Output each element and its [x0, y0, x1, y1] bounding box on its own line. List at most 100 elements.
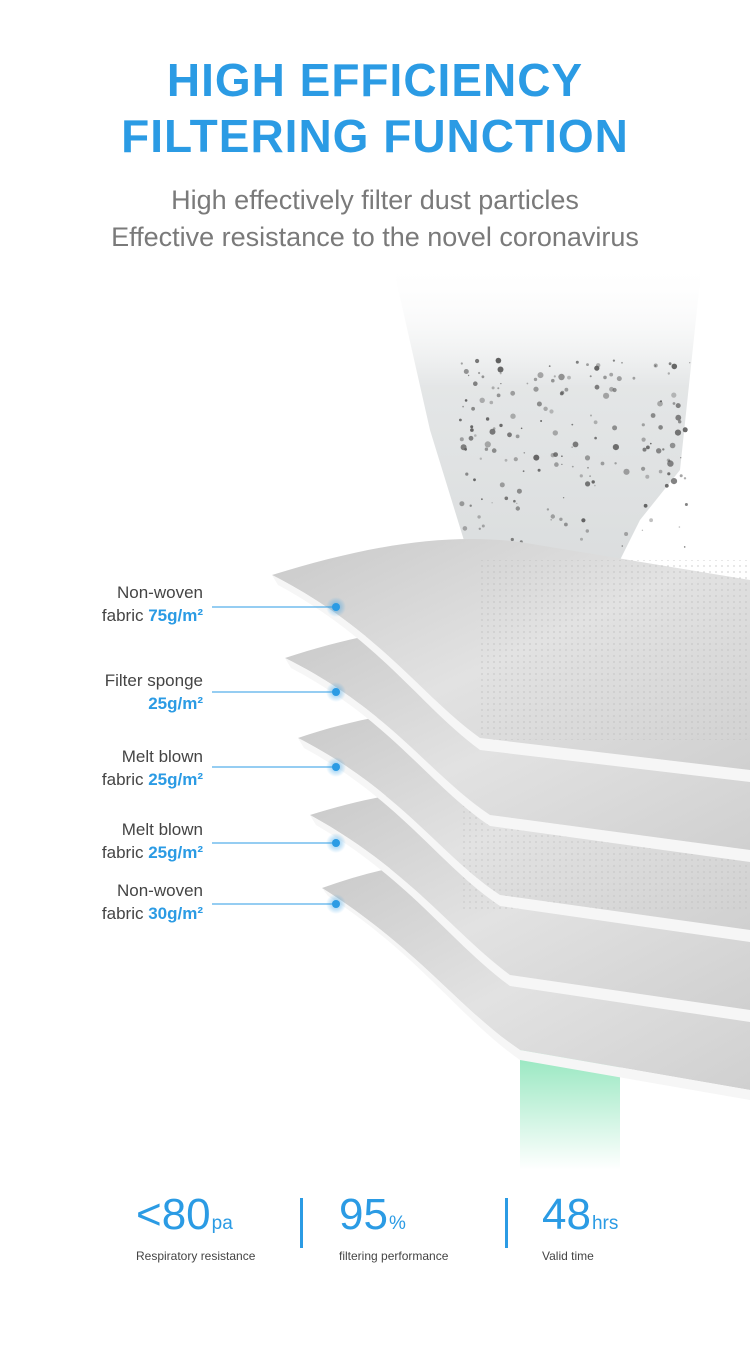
- dust-particle: [537, 468, 541, 472]
- layer-label-5-prefix: fabric: [101, 904, 149, 923]
- stat-filtering-value: 95: [339, 1190, 388, 1239]
- dust-particle: [477, 515, 481, 519]
- stat-filtering-unit: %: [388, 1213, 406, 1234]
- dust-particle: [624, 532, 629, 536]
- dust-particle: [590, 414, 592, 417]
- dust-particle: [662, 448, 665, 451]
- filter-layers-illustration: [212, 262, 750, 1170]
- dust-particle: [554, 462, 559, 467]
- dust-particle: [585, 529, 589, 533]
- dust-particle: [533, 377, 538, 382]
- dust-particle: [660, 400, 662, 403]
- dust-particle: [657, 400, 663, 407]
- dust-particle: [475, 358, 480, 364]
- dust-particle: [621, 361, 623, 364]
- dust-particle: [548, 365, 551, 367]
- layer-label-4-prefix: fabric: [101, 843, 149, 862]
- dust-particle: [497, 366, 504, 373]
- dust-particle: [504, 496, 509, 501]
- dust-particle: [678, 420, 682, 424]
- dust-particle: [641, 437, 646, 442]
- dust-particle: [580, 537, 583, 541]
- dust-particle: [667, 472, 671, 476]
- stat-divider-1: [300, 1198, 303, 1248]
- dust-particle: [537, 372, 544, 379]
- dust-particle: [645, 474, 650, 479]
- dust-particle: [586, 363, 589, 366]
- dust-particle: [499, 482, 505, 488]
- dust-particle: [594, 484, 596, 487]
- dust-particle: [562, 497, 565, 499]
- dust-particle: [594, 436, 597, 440]
- dust-beam: [392, 262, 702, 620]
- layer-label-1: Non-woven fabric 75g/m²: [0, 581, 203, 627]
- layer-label-3-weight: 25g/m²: [148, 770, 203, 789]
- dust-particle: [492, 427, 496, 430]
- dust-particle: [581, 518, 586, 523]
- dust-particle: [612, 425, 618, 431]
- layer-label-2: Filter sponge 25g/m²: [0, 669, 203, 715]
- dust-particle: [540, 420, 543, 422]
- dust-particle: [495, 357, 502, 364]
- dust-particle: [504, 458, 508, 462]
- dust-particle: [507, 432, 512, 438]
- dust-particle: [561, 455, 563, 458]
- layer-markers: [212, 597, 346, 914]
- dust-particle: [484, 441, 491, 448]
- dust-particle: [658, 469, 663, 474]
- dust-particle: [675, 403, 681, 409]
- dust-particle: [675, 414, 682, 421]
- dust-particle: [589, 375, 592, 378]
- stat-resistance-caption: Respiratory resistance: [136, 1249, 256, 1263]
- dust-particle: [533, 386, 539, 392]
- dust-particle: [571, 446, 573, 448]
- title-line-1: HIGH EFFICIENCY: [166, 54, 584, 106]
- dust-particle: [471, 406, 475, 411]
- dust-particle: [654, 365, 657, 367]
- dust-particle: [658, 425, 663, 430]
- dust-particle: [641, 529, 644, 531]
- dust-particle: [481, 498, 483, 501]
- layer-label-2-name: Filter sponge: [104, 671, 203, 690]
- dust-particle: [515, 506, 520, 511]
- dust-particle: [520, 427, 523, 430]
- dust-particle: [470, 425, 474, 429]
- dust-particle: [462, 405, 464, 408]
- dust-particle: [632, 376, 636, 380]
- stat-valid-time-unit: hrs: [591, 1213, 619, 1234]
- dust-particle: [567, 375, 571, 380]
- dust-particle: [485, 417, 490, 421]
- stat-divider-2: [505, 1198, 508, 1248]
- dust-particle: [500, 383, 502, 385]
- stat-valid-time-value: 48: [542, 1190, 591, 1239]
- dust-particle: [612, 387, 617, 393]
- layer-label-1-name: Non-woven: [117, 583, 203, 602]
- stat-resistance: <80pa Respiratory resistance: [136, 1190, 255, 1263]
- dust-particle: [591, 480, 595, 484]
- dust-particle: [491, 502, 493, 504]
- subtitle: High effectively filter dust particles E…: [0, 182, 750, 256]
- dust-particle: [513, 457, 518, 462]
- dust-particle: [561, 463, 563, 465]
- dust-particle: [593, 420, 598, 425]
- dust-particle: [510, 413, 516, 419]
- dust-particle: [594, 365, 600, 371]
- stats-bar: <80pa Respiratory resistance 95% filteri…: [0, 1190, 750, 1270]
- dust-particle: [546, 508, 550, 511]
- dust-particle: [656, 448, 662, 454]
- dust-particle: [683, 546, 686, 548]
- dust-particle: [479, 457, 482, 460]
- layer-label-3-prefix: fabric: [101, 770, 149, 789]
- dust-particle: [559, 517, 563, 521]
- dust-particle: [478, 371, 481, 375]
- dust-particle: [643, 503, 648, 508]
- dust-particle: [510, 390, 516, 396]
- dust-particle: [603, 375, 607, 380]
- layer-label-5: Non-woven fabric 30g/m²: [0, 879, 203, 925]
- dust-particle: [491, 386, 495, 390]
- dust-particle: [664, 483, 669, 488]
- dust-particle: [612, 444, 620, 451]
- page-title: HIGH EFFICIENCY FILTERING FUNCTION: [0, 52, 750, 164]
- dust-particle: [641, 466, 646, 471]
- dust-particle: [667, 460, 674, 467]
